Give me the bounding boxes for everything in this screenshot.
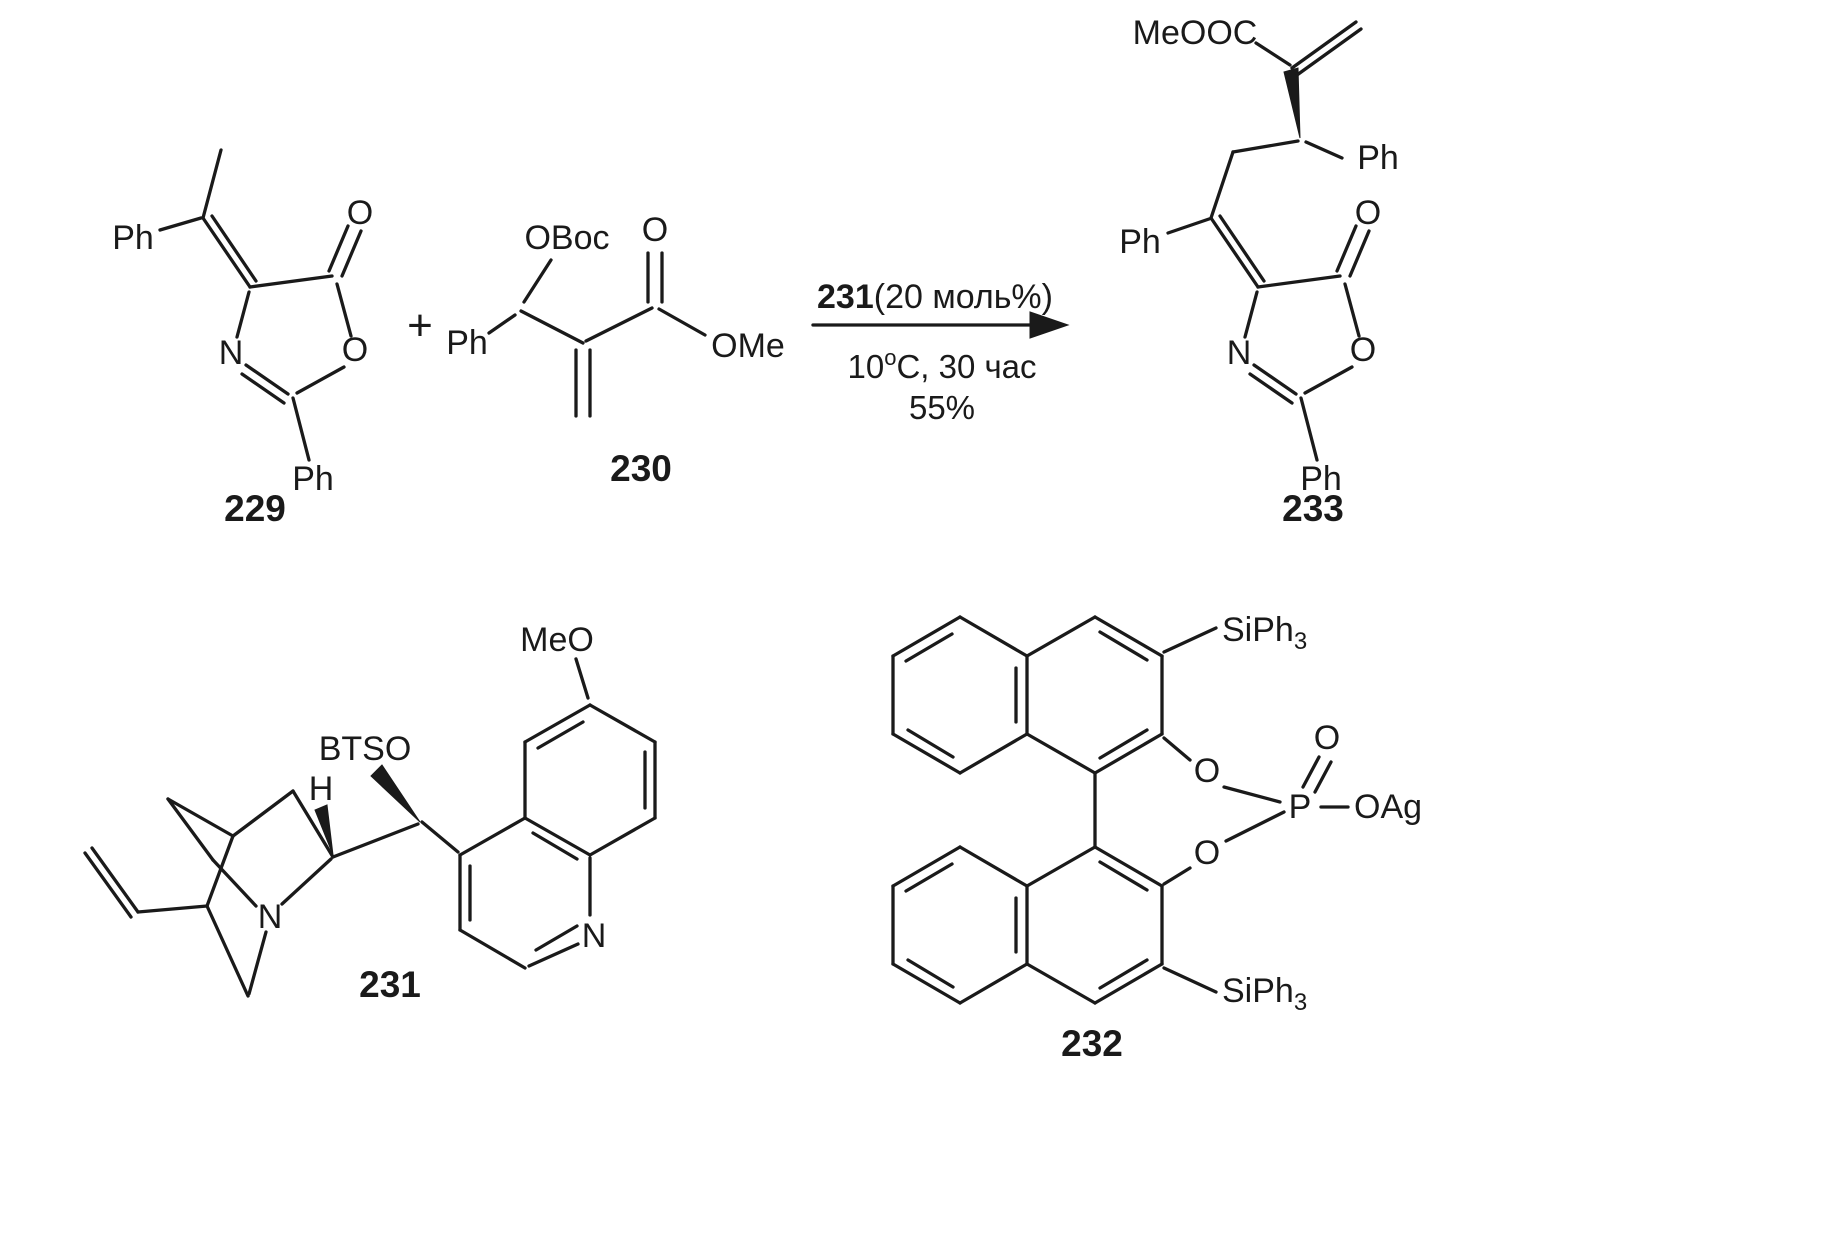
label-231-n-quinoline: N [582,917,607,955]
label-232-o-bottom: O [1194,834,1220,872]
siph3-bottom-sub: 3 [1294,989,1307,1016]
label-232-o-top: O [1194,752,1220,790]
label-232-oag: OAg [1354,788,1422,826]
label-233-ph-bottom: Ph [1300,460,1342,498]
label-229-ring-o: O [342,331,368,369]
reaction-arrow [811,311,1070,339]
stereo-wedge-h [314,804,334,856]
stereo-wedge-233 [1283,67,1301,139]
label-232-o-double: O [1314,719,1340,757]
compound-230 [487,251,707,418]
label-231-meo: MeO [520,621,594,659]
label-232-siph3-bottom: SiPh3 [1222,972,1307,1016]
compound-229 [158,148,363,462]
label-229-ring-n: N [219,334,244,372]
label-233-ph-chain: Ph [1357,139,1399,177]
conditions-temp-base: 10 [847,348,884,385]
label-229-ph-top: Ph [112,219,154,257]
arrowhead [1029,311,1070,339]
catalyst-232 [891,615,1350,1005]
label-230-ph: Ph [446,324,488,362]
plus-sign: + [407,301,433,350]
label-230-ome: OMe [711,327,785,365]
siph3-bottom-main: SiPh [1222,972,1294,1010]
conditions-temp-sup: o [884,345,896,370]
arrow-catalyst-line: 231(20 моль%) [817,278,1053,316]
label-231-btso: BTSO [319,730,412,768]
label-233-meooc: MeOOC [1133,14,1258,52]
compound-number-229: 229 [224,488,286,529]
siph3-top-main: SiPh [1222,611,1294,649]
label-231-h: H [309,770,334,808]
label-232-p: P [1289,788,1312,826]
arrow-catalyst-number: 231 [817,278,874,316]
arrow-conditions: 10oC, 30 час [847,345,1036,385]
arrow-catalyst-loading: (20 моль%) [874,278,1053,316]
arrow-yield: 55% [909,389,975,426]
label-229-carbonyl-o: O [347,194,373,232]
stereo-wedge-btso [370,764,421,823]
compound-number-232: 232 [1061,1023,1123,1064]
compound-number-233: 233 [1282,488,1344,529]
label-233-ph-exo: Ph [1119,223,1161,261]
conditions-temp-rest: C, 30 час [896,348,1036,385]
compound-number-231: 231 [359,964,421,1005]
label-231-n-quinuclidine: N [258,898,283,936]
label-230-carbonyl-o: O [642,211,668,249]
compound-233 [1166,20,1371,462]
siph3-top-sub: 3 [1294,628,1307,655]
label-229-ph-bottom: Ph [292,460,334,498]
label-233-ring-o: O [1350,331,1376,369]
compound-number-230: 230 [610,448,672,489]
label-230-oboc: OBoc [524,219,609,257]
label-233-carbonyl-o: O [1355,194,1381,232]
catalyst-231 [83,657,657,998]
label-233-ring-n: N [1227,334,1252,372]
label-232-siph3-top: SiPh3 [1222,611,1307,655]
